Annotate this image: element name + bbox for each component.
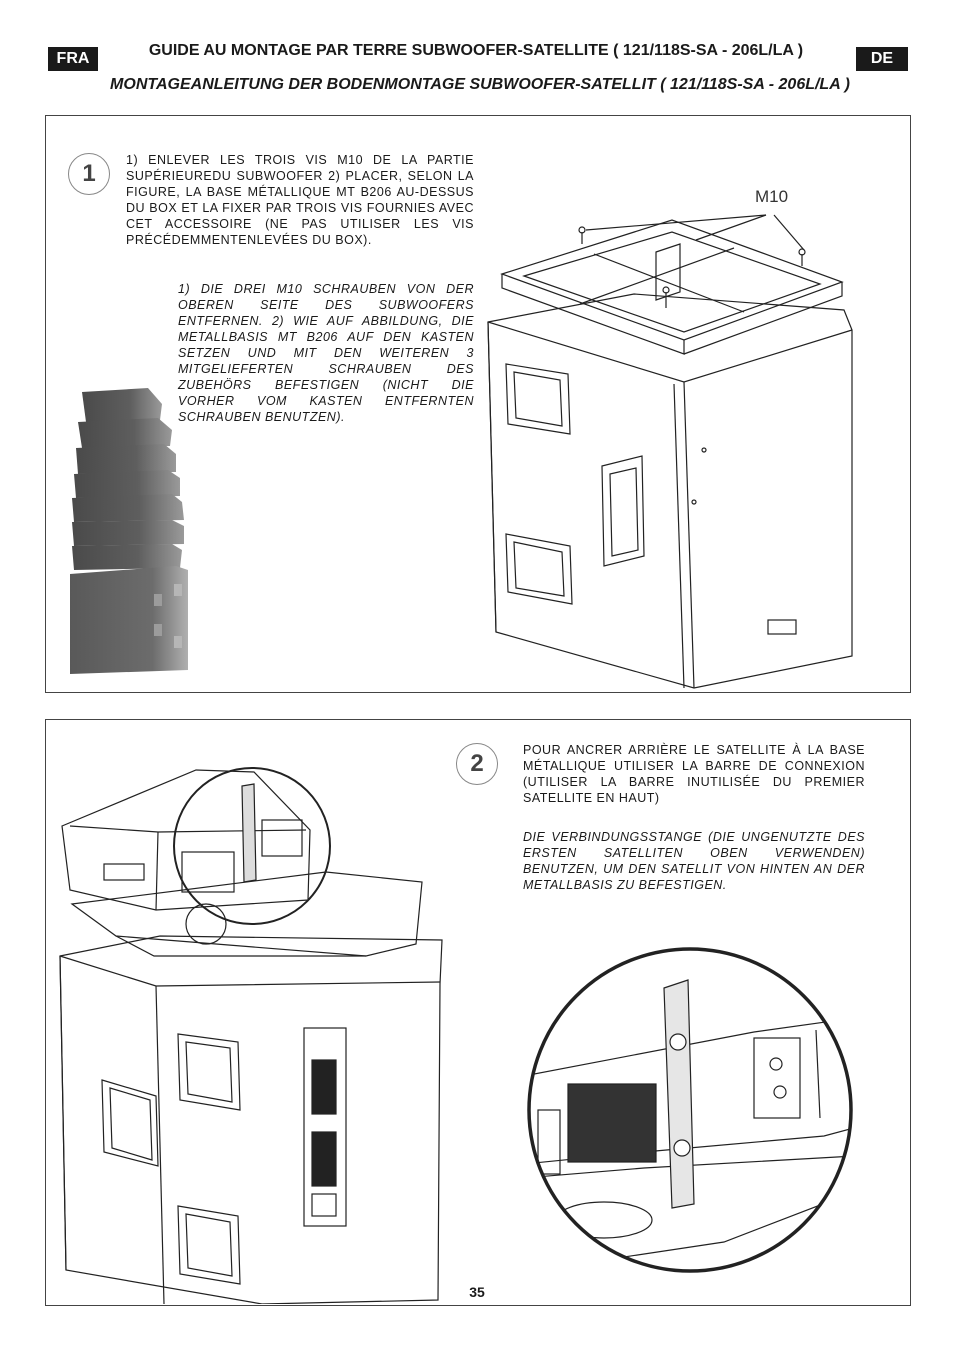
subwoofer-satellite-drawing — [59, 767, 443, 1304]
step-1-panel: 1 1) ENLEVER LES TROIS VIS M10 DE LA PAR… — [45, 115, 911, 693]
m10-screw-label: M10 — [755, 187, 789, 206]
page-title-fr: GUIDE AU MONTAGE PAR TERRE SUBWOOFER-SAT… — [148, 42, 804, 59]
step-1-text-de: 1) DIE DREI M10 SCHRAUBEN VON DER OBEREN… — [178, 282, 474, 424]
step-1-number: 1 — [68, 153, 110, 195]
step-2-text-fr: POUR ANCRER ARRIÈRE LE SATELLITE À LA BA… — [523, 743, 865, 805]
step-2-text-de: DIE VERBINDUNGSSTANGE (DIE UNGENUTZTE DE… — [523, 830, 865, 892]
language-badge-fra: FRA — [48, 47, 98, 71]
step-2-panel: 2 POUR ANCRER ARRIÈRE LE SATELLITE À LA … — [45, 719, 911, 1306]
language-badge-de: DE — [856, 47, 908, 71]
step-2-number: 2 — [456, 743, 498, 785]
page-title-de: MONTAGEANLEITUNG DER BODENMONTAGE SUBWOO… — [110, 76, 850, 93]
page-number: 35 — [469, 1284, 485, 1300]
subwoofer-metal-base-drawing — [487, 214, 853, 689]
stacked-speakers-photo — [70, 388, 188, 674]
step-1-text-fr: 1) ENLEVER LES TROIS VIS M10 DE LA PARTI… — [126, 153, 474, 247]
connection-detail-zoom — [527, 947, 853, 1273]
